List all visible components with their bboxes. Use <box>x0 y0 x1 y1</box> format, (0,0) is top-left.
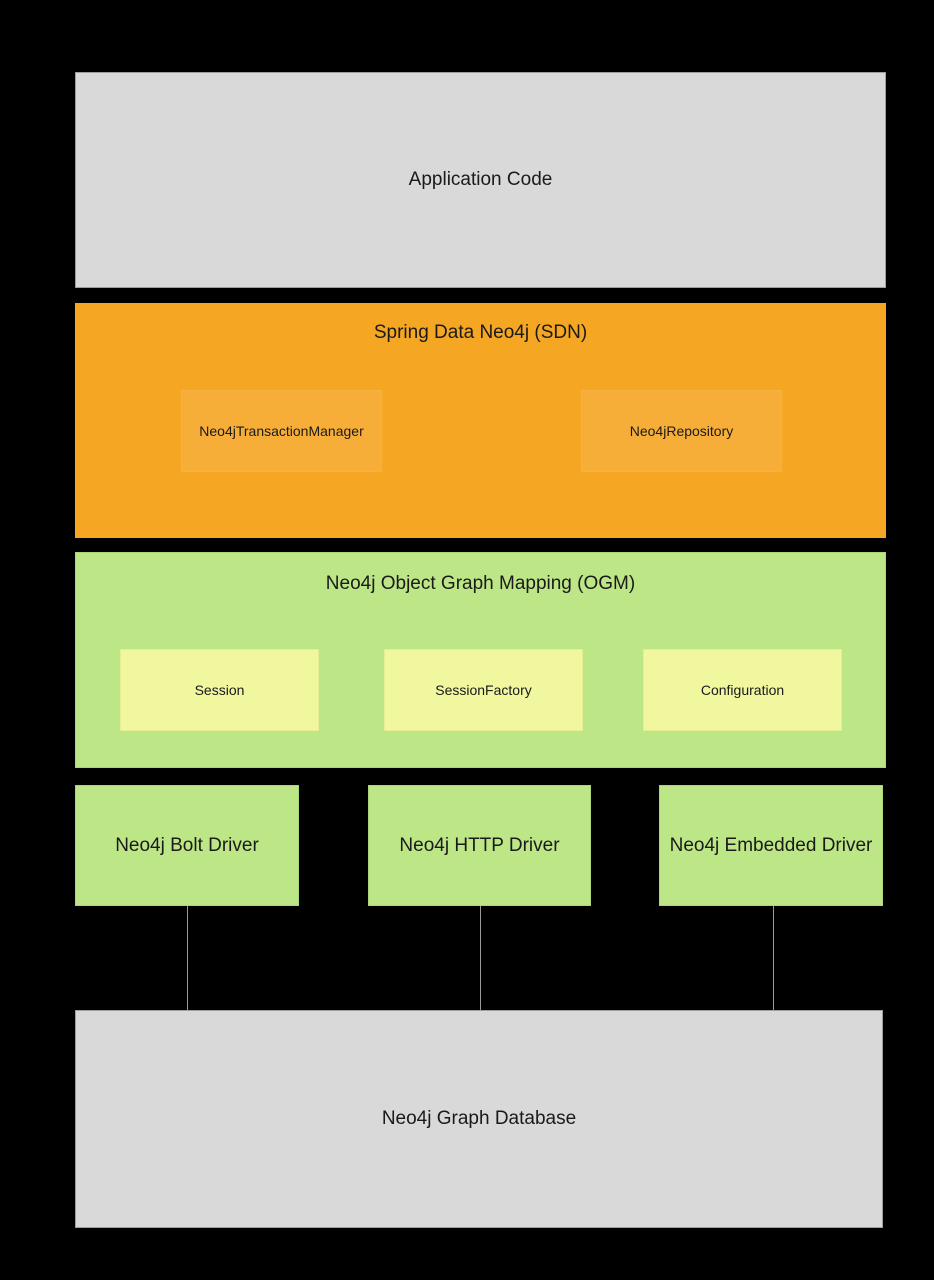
connector-bolt-to-database <box>187 906 188 1011</box>
component-session-factory[interactable]: SessionFactory <box>384 649 583 731</box>
connector-http-to-database <box>480 906 481 1011</box>
layer-spring-data-neo4j[interactable]: Spring Data Neo4j (SDN) Neo4jTransaction… <box>75 303 886 538</box>
driver-http-label: Neo4j HTTP Driver <box>399 834 560 856</box>
layer-neo4j-ogm-label: Neo4j Object Graph Mapping (OGM) <box>325 573 636 594</box>
driver-bolt-label: Neo4j Bolt Driver <box>115 834 259 856</box>
component-session-label: Session <box>194 682 245 698</box>
driver-http[interactable]: Neo4j HTTP Driver <box>368 785 591 906</box>
layer-spring-data-neo4j-label: Spring Data Neo4j (SDN) <box>373 322 588 343</box>
layer-application-code[interactable]: Application Code <box>75 72 886 288</box>
driver-bolt[interactable]: Neo4j Bolt Driver <box>75 785 299 906</box>
component-session-factory-label: SessionFactory <box>435 682 532 698</box>
component-configuration-label: Configuration <box>700 682 785 698</box>
driver-embedded[interactable]: Neo4j Embedded Driver <box>659 785 883 906</box>
component-configuration[interactable]: Configuration <box>643 649 842 731</box>
component-session[interactable]: Session <box>120 649 319 731</box>
layer-neo4j-graph-database-label: Neo4j Graph Database <box>381 1108 577 1129</box>
component-neo4j-transaction-manager-label: Neo4jTransactionManager <box>199 423 364 439</box>
layer-neo4j-graph-database[interactable]: Neo4j Graph Database <box>75 1010 883 1228</box>
driver-embedded-label: Neo4j Embedded Driver <box>669 834 873 856</box>
component-neo4j-transaction-manager[interactable]: Neo4jTransactionManager <box>181 390 382 472</box>
connector-embedded-to-database <box>773 906 774 1011</box>
layer-application-code-label: Application Code <box>408 169 553 190</box>
component-neo4j-repository-label: Neo4jRepository <box>629 423 734 439</box>
component-neo4j-repository[interactable]: Neo4jRepository <box>581 390 782 472</box>
layer-neo4j-ogm[interactable]: Neo4j Object Graph Mapping (OGM) Session… <box>75 552 886 768</box>
